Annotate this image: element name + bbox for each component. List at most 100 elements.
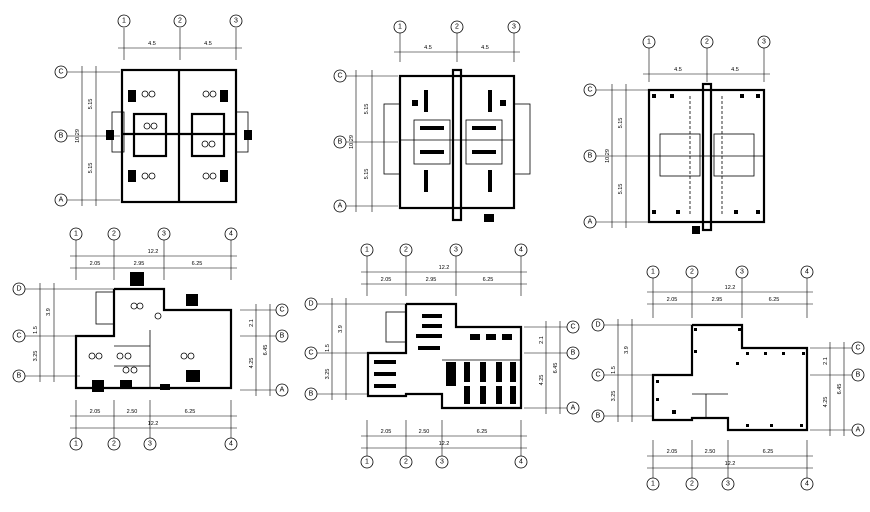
grid-bubble-row — [851, 341, 865, 355]
dim-side-total: 10.29 — [605, 149, 611, 163]
grid-label-row: A — [571, 405, 576, 412]
dim-top-2: 2.95 — [712, 297, 723, 303]
dim-bottom-1: 2.05 — [667, 449, 678, 455]
grid-bubble-row — [851, 368, 865, 382]
grid-bubble-col — [721, 477, 735, 491]
dim-top-total: 12.2 — [439, 265, 450, 271]
grid-label-col: 1 — [651, 269, 655, 276]
grid-bubble-row — [12, 282, 26, 296]
grid-bubble-col — [435, 455, 449, 469]
dim-top-total: 12.2 — [148, 249, 159, 255]
dim-right-total: 6.45 — [553, 363, 559, 374]
dim-side-1: 5.15 — [364, 104, 370, 115]
grid-bubble-col — [685, 477, 699, 491]
grid-label-col: 4 — [229, 231, 233, 238]
grid-bubble-col — [646, 477, 660, 491]
grid-label-col: 2 — [455, 24, 459, 31]
dim-right-2: 4.25 — [539, 375, 545, 386]
grid-bubble-row — [851, 423, 865, 437]
dim-bottom-1: 2.05 — [381, 429, 392, 435]
dim-top-3: 6.25 — [483, 277, 494, 283]
grid-bubble-col — [360, 243, 374, 257]
dim-side-2: 5.15 — [618, 184, 624, 195]
grid-label-col: 3 — [162, 231, 166, 238]
grid-bubble-col — [507, 20, 521, 34]
dim-right-2: 4.25 — [249, 358, 255, 369]
grid-label-col: 3 — [512, 24, 516, 31]
grid-bubble-col — [449, 243, 463, 257]
dim-side-1: 5.15 — [618, 118, 624, 129]
grid-label-col: 1 — [365, 247, 369, 254]
grid-bubble-col — [642, 35, 656, 49]
grid-label-col: 2 — [178, 18, 182, 25]
grid-label-col: 2 — [404, 459, 408, 466]
dim-bottom-2: 2.50 — [127, 409, 138, 415]
grid-label-col: 1 — [74, 231, 78, 238]
dim-right-1: 2.1 — [823, 357, 829, 365]
dim-right-total: 6.45 — [263, 345, 269, 356]
dim-right-1: 2.1 — [539, 336, 545, 344]
dim-side-total: 10.29 — [75, 129, 81, 143]
dim-top-1: 2.05 — [381, 277, 392, 283]
grid-label-col: 4 — [805, 269, 809, 276]
grid-label-row: B — [59, 133, 64, 140]
grid-label-col: 1 — [122, 18, 126, 25]
grid-label-row: B — [856, 372, 861, 379]
grid-label-row: B — [17, 373, 22, 380]
dim-bottom-1: 2.05 — [90, 409, 101, 415]
dim-top-3: 6.25 — [769, 297, 780, 303]
grid-label-col: 4 — [519, 459, 523, 466]
dim-top-3: 6.25 — [192, 261, 203, 267]
grid-label-row: C — [570, 324, 575, 331]
grid-label-row: D — [16, 286, 21, 293]
grid-bubble-col — [757, 35, 771, 49]
grid-label-row: C — [16, 333, 21, 340]
dim-side-total: 10.29 — [349, 135, 355, 149]
dim-bottom-total: 12.2 — [439, 441, 450, 447]
grid-label-col: 3 — [740, 269, 744, 276]
grid-bubble-col — [700, 35, 714, 49]
grid-bubble-row — [54, 65, 68, 79]
grid-bubble-col — [646, 265, 660, 279]
grid-label-col: 2 — [690, 269, 694, 276]
dim-top-2: 2.95 — [426, 277, 437, 283]
grid-bubble-row — [591, 368, 605, 382]
grid-bubble-col — [393, 20, 407, 34]
dim-top-2: 4.5 — [204, 41, 212, 47]
grid-label-row: C — [308, 350, 313, 357]
dim-top-1: 2.05 — [90, 261, 101, 267]
grid-bubble-row — [54, 193, 68, 207]
grid-label-col: 1 — [647, 39, 651, 46]
grid-bubble-row — [583, 215, 597, 229]
dim-left-3: 3.25 — [611, 391, 617, 402]
grid-label-col: 2 — [112, 231, 116, 238]
dim-side-2: 5.15 — [364, 169, 370, 180]
grid-bubble-row — [54, 129, 68, 143]
floor-plan-3: 4.5 4.5 1 2 3 5.15 5.15 10.29 C B A — [583, 35, 771, 234]
floor-plan-5: 12.2 2.05 2.95 6.25 1 2 3 4 2.05 2.50 6.… — [304, 243, 580, 469]
dim-left-3: 3.25 — [33, 351, 39, 362]
dim-top-1: 4.5 — [148, 41, 156, 47]
dim-top-1: 4.5 — [424, 45, 432, 51]
grid-bubble-row — [333, 69, 347, 83]
grid-label-row: D — [595, 322, 600, 329]
grid-bubble-col — [69, 437, 83, 451]
grid-label-row: A — [856, 427, 861, 434]
grid-label-row: B — [309, 391, 314, 398]
grid-bubble-row — [275, 303, 289, 317]
grid-bubble-row — [566, 401, 580, 415]
grid-label-col: 3 — [148, 441, 152, 448]
grid-bubble-col — [399, 455, 413, 469]
grid-bubble-row — [304, 387, 318, 401]
grid-bubble-col — [69, 227, 83, 241]
grid-label-row: C — [595, 372, 600, 379]
dim-top-2: 4.5 — [481, 45, 489, 51]
dim-left-1: 3.9 — [46, 308, 52, 316]
grid-bubble-col — [399, 243, 413, 257]
grid-label-row: B — [588, 153, 593, 160]
grid-bubble-row — [333, 199, 347, 213]
grid-label-row: A — [338, 203, 343, 210]
grid-bubble-col — [360, 455, 374, 469]
floor-plan-4: 12.2 2.05 2.95 6.25 1 2 3 4 2.05 2.50 6.… — [12, 227, 289, 451]
